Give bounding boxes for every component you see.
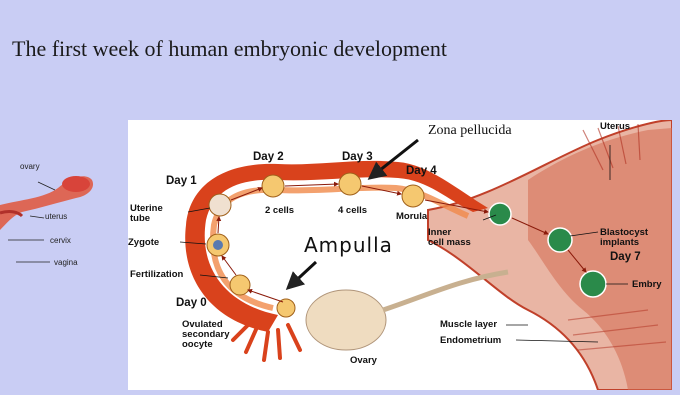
inset-label-cervix: cervix (50, 236, 71, 245)
label-2-cells: 2 cells (265, 206, 294, 216)
label-blastocyst: Blastocyst implants (600, 228, 648, 248)
ovary-shape (306, 290, 386, 350)
morula-cell (402, 185, 424, 207)
label-uterine-tube: Uterine tube (130, 204, 163, 224)
inset-label-ovary: ovary (20, 162, 40, 171)
label-muscle-layer: Muscle layer (440, 320, 497, 330)
blastocyst-3 (580, 271, 606, 297)
label-day2: Day 2 (253, 152, 284, 162)
inset-label-vagina: vagina (54, 258, 78, 267)
label-inner-cell-mass: Inner cell mass (428, 228, 471, 248)
label-day1: Day 1 (166, 176, 197, 186)
fertilization-cell (230, 275, 250, 295)
inset-label-uterus: uterus (45, 212, 67, 221)
label-endometrium: Endometrium (440, 336, 501, 346)
anatomy-inset: ovary uterus cervix vagina (0, 150, 128, 390)
four-cell-stage (339, 173, 361, 195)
slide-title: The first week of human embryonic develo… (12, 36, 447, 62)
blastocyst-2 (548, 228, 572, 252)
label-day3: Day 3 (342, 152, 373, 162)
label-zygote: Zygote (128, 238, 159, 248)
label-fertilization: Fertilization (130, 270, 183, 280)
blastocyst-1 (489, 203, 511, 225)
label-embryo: Embry (632, 280, 662, 290)
label-ampulla: Ampulla (304, 240, 393, 250)
label-4-cells: 4 cells (338, 206, 367, 216)
anatomy-sketch (0, 150, 128, 390)
label-day0: Day 0 (176, 298, 207, 308)
diagram-panel: Uterus Zona pellucida Day 2 Day 3 Day 4 … (128, 120, 672, 390)
label-morula: Morula (396, 212, 427, 222)
label-day4: Day 4 (406, 166, 437, 176)
label-zona-pellucida: Zona pellucida (428, 126, 512, 136)
label-ovulated-oocyte: Ovulated secondary oocyte (182, 320, 230, 350)
label-ovary: Ovary (350, 356, 377, 366)
uterine-tube-cell (209, 194, 231, 216)
label-uterus: Uterus (600, 122, 630, 132)
oocyte (277, 299, 295, 317)
ampulla-arrow (288, 262, 316, 288)
two-cell-stage (262, 175, 284, 197)
label-day7: Day 7 (610, 252, 641, 262)
